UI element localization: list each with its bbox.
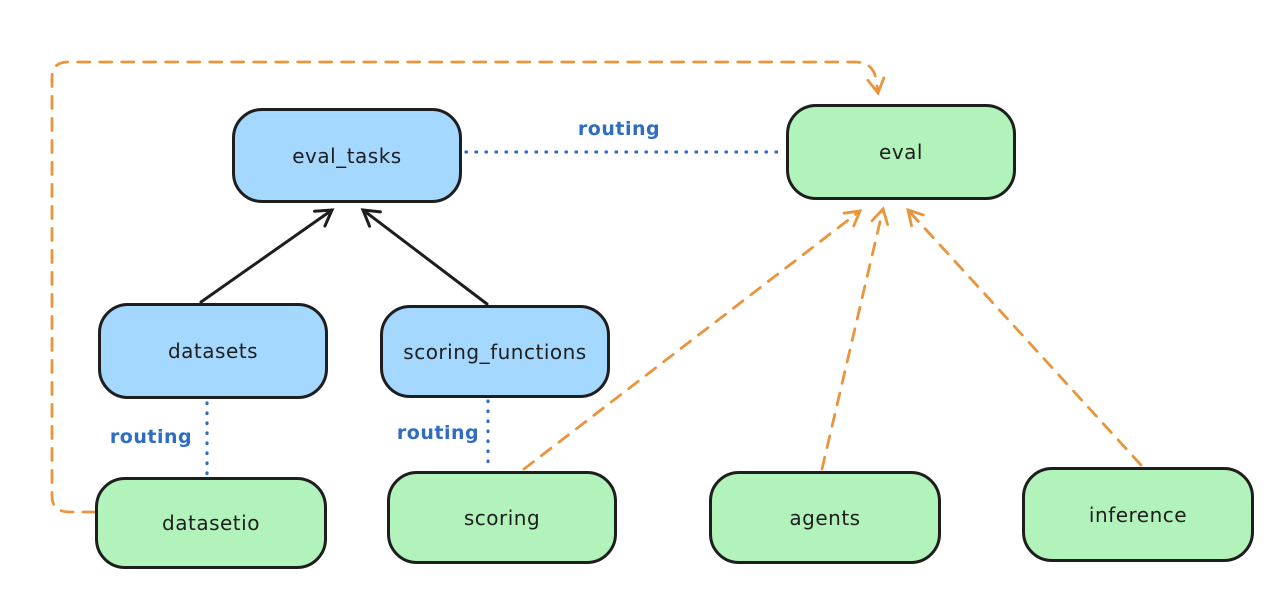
edge-datasets-to-eval-tasks (199, 208, 335, 304)
edge-inference-to-eval (906, 207, 1143, 467)
node-scoring: scoring (387, 471, 617, 564)
node-inference: inference (1022, 467, 1254, 562)
node-inference-label: inference (1088, 502, 1188, 527)
node-scoring-functions-label: scoring_functions (403, 339, 587, 364)
edge-label-routing-datasets-datasetio: routing (109, 426, 193, 448)
edge-agents-to-eval (820, 206, 889, 471)
edge-label-routing-eval-tasks-eval: routing (577, 118, 661, 140)
node-scoring-functions: scoring_functions (380, 305, 610, 398)
node-eval-label: eval (879, 140, 923, 164)
node-agents: agents (709, 471, 941, 564)
node-eval: eval (786, 104, 1016, 200)
edge-label-routing-scoring-functions-scoring: routing (396, 422, 480, 444)
node-datasets: datasets (98, 303, 328, 399)
edge-scoring-functions-to-eval-tasks (360, 208, 489, 306)
node-datasetio: datasetio (95, 477, 327, 569)
node-eval-tasks-label: eval_tasks (292, 143, 402, 168)
node-datasets-label: datasets (167, 339, 259, 363)
node-agents-label: agents (789, 505, 861, 530)
node-datasetio-label: datasetio (162, 511, 260, 535)
node-scoring-label: scoring (463, 505, 541, 530)
node-eval-tasks: eval_tasks (232, 108, 462, 203)
